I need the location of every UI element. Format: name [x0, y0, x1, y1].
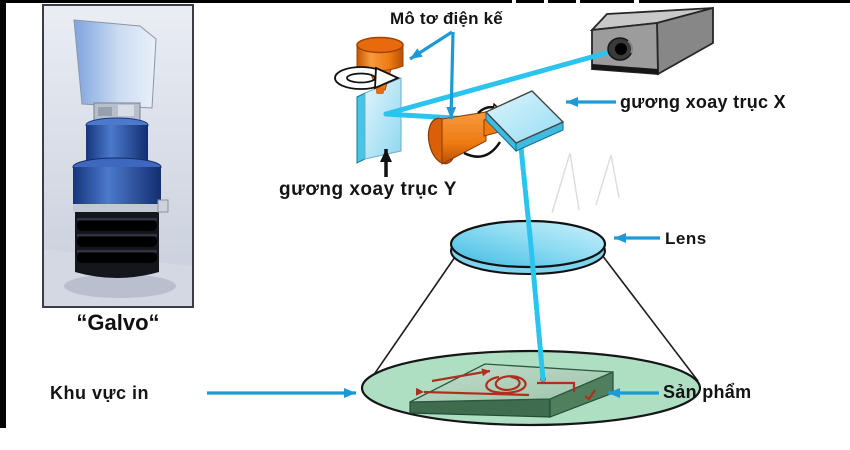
- label-mirror-x: gương xoay trục X: [620, 92, 786, 112]
- photo-mirror: [73, 19, 157, 109]
- photo-fin-highlight: [77, 218, 157, 221]
- y-motor-shaft-tip: [376, 87, 384, 94]
- photo-mid-cylinder: [73, 167, 161, 210]
- focus-cone: [363, 254, 699, 390]
- galvo-photo: [42, 4, 194, 308]
- arrow-motor-label-to-y-motor: [409, 30, 453, 61]
- photo-fin-highlight: [77, 234, 157, 237]
- label-galvo-caption: “Galvo“: [76, 310, 160, 335]
- laser-source: [589, 6, 714, 76]
- photo-fin-highlight: [77, 250, 157, 253]
- galvo-photo-art: [44, 6, 192, 306]
- label-product: Sản phẩm: [663, 382, 752, 402]
- callout-arrows: [207, 30, 660, 398]
- beam-x-mirror-to-product: [517, 135, 546, 382]
- beam-laser-to-y-mirror: [383, 47, 620, 117]
- laser-aperture: [607, 37, 634, 61]
- label-print-area: Khu vực in: [50, 383, 150, 403]
- photo-fin: [77, 236, 157, 247]
- photo-top-cylinder: [86, 125, 148, 169]
- photo-shadow: [64, 274, 176, 298]
- y-mirror-face: [364, 77, 402, 160]
- x-rotation-arrow-lower: [463, 141, 502, 158]
- arrow-motor-label-to-x-motor: [446, 31, 457, 120]
- faint-watermark-lines: [551, 152, 620, 214]
- y-axis-mirror-assembly: [334, 36, 404, 164]
- label-galvanometer-motor: Mô tơ điện kế: [390, 9, 503, 28]
- y-mirror-edge: [356, 92, 366, 164]
- f-theta-lens: [449, 219, 607, 275]
- laser-beam: [383, 47, 620, 382]
- label-lens: Lens: [665, 229, 707, 248]
- photo-mount-detail: [118, 105, 134, 116]
- y-motor-cap: [356, 36, 404, 54]
- photo-fin: [77, 220, 157, 231]
- left-border-line: [0, 0, 6, 428]
- photo-side-tab: [157, 199, 169, 213]
- x-axis-mirror-assembly: [427, 90, 565, 165]
- label-mirror-y: gương xoay trục Y: [279, 179, 457, 200]
- photo-fin: [77, 252, 157, 263]
- laser-box-bottom-strip: [592, 64, 658, 74]
- x-motor-body: [441, 111, 487, 165]
- photo-mount-detail: [98, 107, 112, 116]
- x-mirror-face: [484, 90, 565, 144]
- y-rotation-arrowhead: [374, 66, 401, 90]
- top-border-line: [0, 0, 850, 3]
